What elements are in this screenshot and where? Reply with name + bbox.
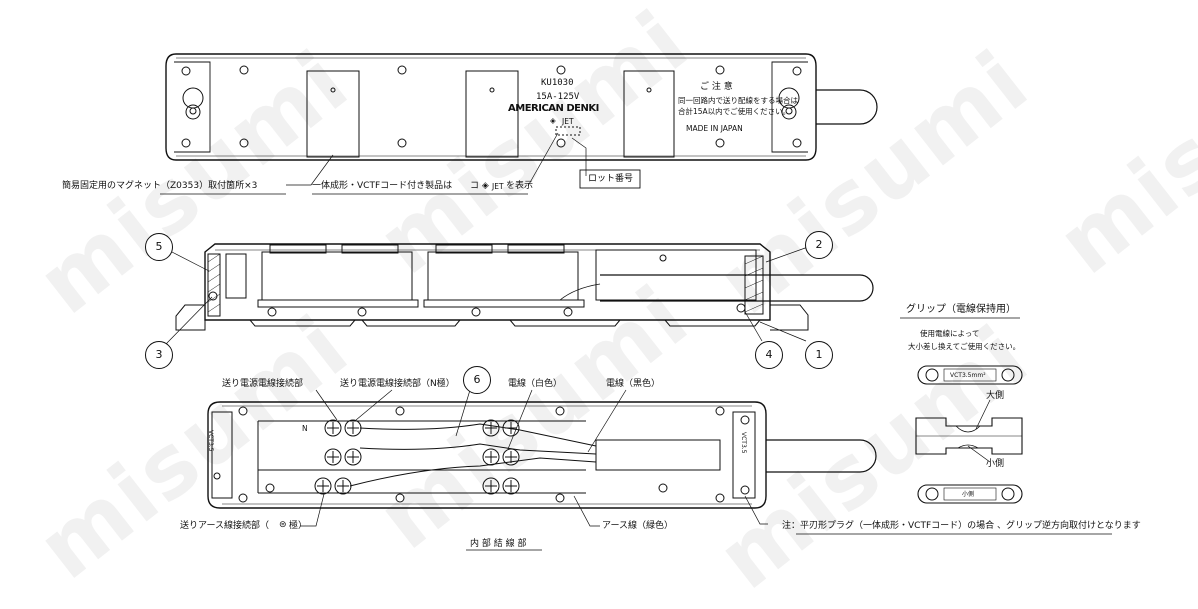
grip-large-label: 大側 [986, 391, 1005, 401]
callout-1: 1 [805, 341, 833, 369]
grip-note1: 使用電線によって [920, 329, 980, 338]
top-screws [239, 65, 725, 148]
white-wire-label: 電線（白色） [508, 379, 563, 389]
grip-title: グリップ（電線保持用） [906, 304, 1016, 315]
nameplate-jet: JET [562, 117, 574, 126]
earth-symbol-icon: ⊜ [279, 520, 287, 530]
caution-line2: 合計15A以内でご使用ください。 [678, 107, 791, 116]
vctf-suffix: を表示 [506, 181, 534, 191]
feed-earth-label: 送りアース線接続部（ [180, 521, 270, 531]
grip-tag1: VCT3.5mm² [950, 372, 986, 379]
n-mark: N [302, 424, 308, 433]
callout-2: 2 [805, 231, 833, 259]
black-wire-label: 電線（黒色） [606, 379, 661, 389]
feed-power-label: 送り電源電線接続部 [222, 379, 304, 389]
callout-3: 3 [145, 341, 173, 369]
grip-small-label: 小側 [986, 459, 1005, 469]
magnet-label: 簡易固定用のマグネット（Z0353）取付箇所×3 [62, 181, 258, 191]
vctf-jet-icon: コ ◈ [470, 181, 489, 191]
caution-line1: 同一回路内で送り配線をする場合は [678, 96, 798, 105]
inner-tag1: VCT3.5 [207, 430, 214, 452]
top-view-outline [165, 53, 878, 161]
grip-orientation-note: 注：平刃形プラグ（一体成形・VCTFコード）の場合 、グリップ逆方向取付けとなり… [782, 521, 1141, 531]
earth-wire-label: アース線（緑色） [602, 521, 674, 531]
internal-view-outline [207, 401, 877, 509]
feed-power-n-label: 送り電源電線接続部（N極） [340, 379, 455, 389]
jet-mark-icon: ◈ [550, 116, 556, 125]
feed-earth-suffix: 極） [289, 521, 308, 531]
grip-tag2: 小側 [962, 491, 975, 498]
callout-6: 6 [463, 366, 491, 394]
internal-wiring-title: 内 部 結 線 部 [470, 539, 527, 549]
inner-tag2: VCT3.5 [740, 432, 747, 454]
vctf-label: 一体成形・VCTFコード付き製品は [312, 181, 453, 191]
terminal-screws [314, 419, 520, 495]
caution-made-in: MADE IN JAPAN [686, 124, 743, 133]
grip-detail [900, 317, 1023, 504]
callout-5: 5 [145, 233, 173, 261]
nameplate-brand: AMERICAN DENKI [508, 103, 599, 114]
vctf-jet-label: JET [492, 182, 504, 191]
side-view-outline [175, 243, 874, 331]
grip-note2: 大小差し換えてご使用ください。 [908, 342, 1021, 351]
nameplate-rating: 15A-125V [536, 92, 580, 102]
nameplate-model: KU1030 [541, 78, 574, 88]
caution-title: ご 注 意 [700, 82, 733, 92]
lot-number-label: ロット番号 [588, 174, 634, 184]
callout-4: 4 [755, 341, 783, 369]
